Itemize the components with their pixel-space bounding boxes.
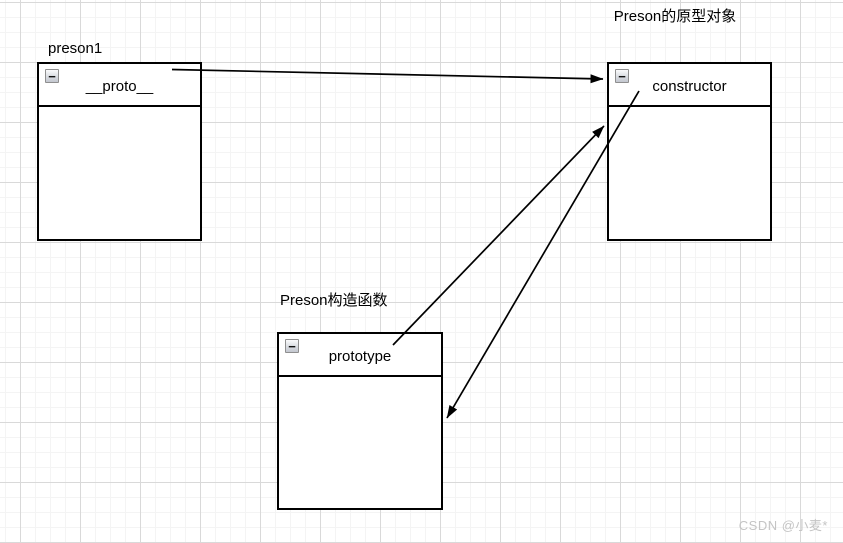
uml-node-prototype-object: − constructor	[607, 62, 772, 241]
field-label-constructor: constructor	[652, 78, 727, 95]
node-title-preson1: preson1	[48, 40, 103, 57]
node-title-prototype-object: Preson的原型对象	[613, 8, 737, 25]
collapse-minus-icon[interactable]: −	[615, 69, 629, 83]
uml-node-constructor-function: − prototype	[277, 332, 443, 510]
node-header-preson1: − __proto__	[39, 64, 200, 107]
collapse-minus-icon[interactable]: −	[285, 339, 299, 353]
node-title-constructor-function: Preson构造函数	[280, 292, 388, 309]
field-label-prototype: prototype	[328, 348, 392, 365]
watermark-text: CSDN @小麦*	[738, 518, 828, 533]
edge-proto-to-prototype-object-arrow	[171, 68, 604, 84]
collapse-minus-icon[interactable]: −	[45, 69, 59, 83]
node-header-prototype-object: − constructor	[609, 64, 770, 107]
edge-prototype-to-prototype-object-arrow	[392, 125, 605, 346]
node-header-constructor-function: − prototype	[279, 334, 441, 377]
uml-node-preson1: − __proto__	[37, 62, 202, 241]
field-label-proto: __proto__	[85, 78, 154, 95]
